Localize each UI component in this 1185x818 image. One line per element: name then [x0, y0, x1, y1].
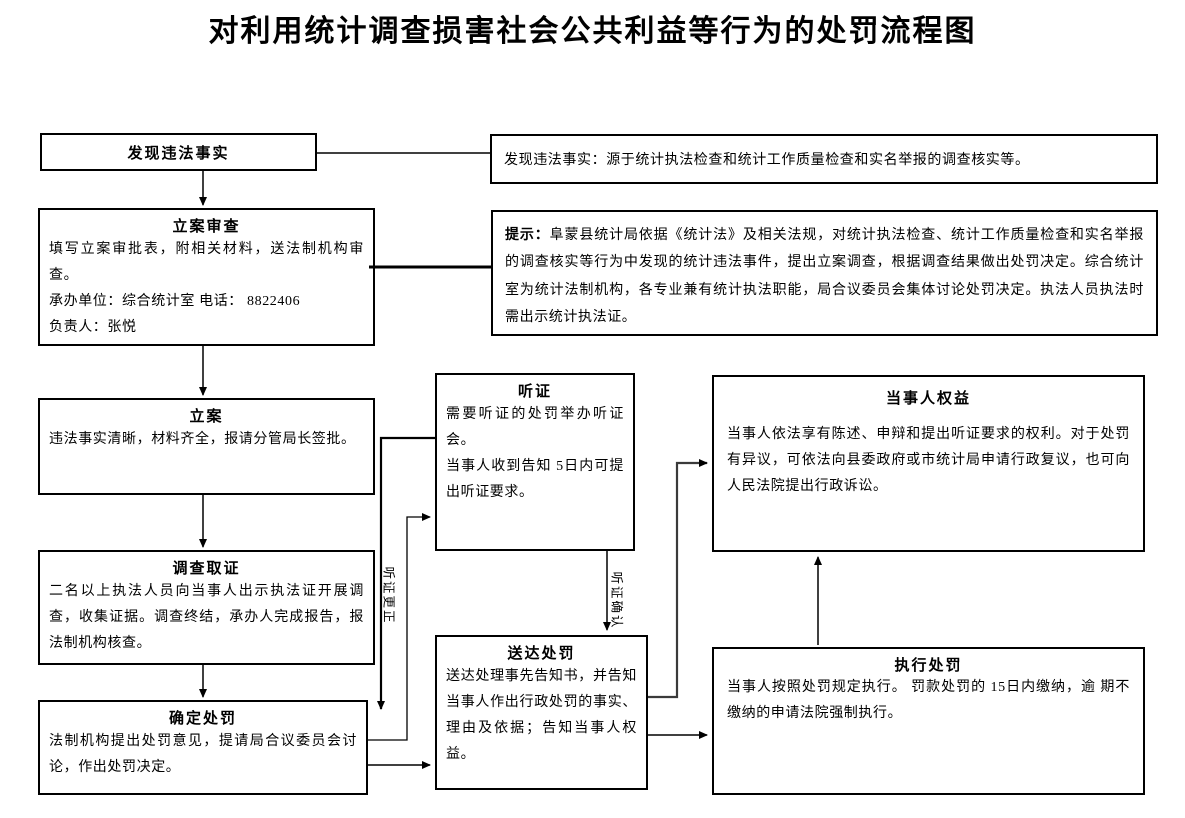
- box-tip-text: 提示：阜蒙县统计局依据《统计法》及相关法规，对统计执法检查、统计工作质量检查和实…: [493, 212, 1156, 331]
- box-deliver-penalty: 送达处罚 送达处理事先告知书，并告知当事人作出行政处罚的事实、理由及依据；告知当…: [435, 635, 648, 790]
- box-tip: 提示：阜蒙县统计局依据《统计法》及相关法规，对统计执法检查、统计工作质量检查和实…: [491, 210, 1158, 336]
- edge-label-hearing-correction: 听证更正: [381, 566, 396, 625]
- box-deliver-penalty-title: 送达处罚: [507, 646, 576, 662]
- box-determine-penalty-title: 确定处罚: [168, 711, 237, 727]
- box-party-rights-text: 当事人依法享有陈述、申辩和提出听证要求的权利。对于处罚有异议，可依法向县委政府或…: [727, 427, 1130, 494]
- box-execute-penalty-title: 执行处罚: [894, 658, 963, 674]
- box-execute-penalty: 执行处罚 当事人按照处罚规定执行。 罚款处罚的 15日内缴纳，逾 期不缴纳的申请…: [712, 647, 1145, 795]
- tip-body: 阜蒙县统计局依据《统计法》及相关法规，对统计执法检查、统计工作质量检查和实名举报…: [505, 228, 1144, 325]
- box-case-review-title: 立案审查: [172, 219, 241, 235]
- box-party-rights-title: 当事人权益: [885, 391, 971, 407]
- edge-determine-to-hearing: [368, 513, 431, 741]
- box-case-review-text: 填写立案审批表，附相关材料，送法制机构审查。 承办单位：综合统计室 电话： 88…: [40, 236, 373, 341]
- box-determine-penalty: 确定处罚 法制机构提出处罚意见，提请局合议委员会讨论，作出处罚决定。: [38, 700, 368, 795]
- hearing-line1: 需要听证的处罚举办听证会。: [446, 407, 624, 448]
- box-investigate-text: 二名以上执法人员向当事人出示执法证开展调查，收集证据。调查终结，承办人完成报告，…: [49, 584, 364, 651]
- edge-label-hearing-confirmation: 听证确认: [609, 571, 624, 630]
- box-file-case-title: 立案: [189, 409, 224, 425]
- case-review-line2: 承办单位：综合统计室 电话： 8822406: [49, 293, 301, 309]
- box-file-case-text: 违法事实清晰，材料齐全，报请分管局长签批。: [49, 432, 356, 447]
- tip-label: 提示：: [505, 228, 550, 243]
- box-discover-note-text: 发现违法事实：源于统计执法检查和统计工作质量检查和实名举报的调查核实等。: [504, 153, 1030, 168]
- box-discover-facts: 发现违法事实: [40, 133, 317, 171]
- box-investigate: 调查取证 二名以上执法人员向当事人出示执法证开展调查，收集证据。调查终结，承办人…: [38, 550, 375, 665]
- box-execute-penalty-text: 当事人按照处罚规定执行。 罚款处罚的 15日内缴纳，逾 期不缴纳的申请法院强制执…: [727, 680, 1130, 721]
- box-determine-penalty-text: 法制机构提出处罚意见，提请局合议委员会讨论，作出处罚决定。: [49, 734, 357, 775]
- box-discover-facts-title: 发现违法事实: [127, 145, 230, 162]
- case-review-line3: 负责人：张悦: [49, 319, 137, 335]
- box-hearing-title: 听证: [517, 384, 552, 400]
- box-hearing: 听证 需要听证的处罚举办听证会。 当事人收到告知 5日内可提出听证要求。: [435, 373, 635, 551]
- box-file-case: 立案 违法事实清晰，材料齐全，报请分管局长签批。: [38, 398, 375, 495]
- case-review-line1: 填写立案审批表，附相关材料，送法制机构审查。: [49, 242, 364, 283]
- hearing-line2: 当事人收到告知 5日内可提出听证要求。: [446, 458, 624, 500]
- page-title: 对利用统计调查损害社会公共利益等行为的处罚流程图: [208, 15, 977, 48]
- box-investigate-title: 调查取证: [172, 561, 241, 577]
- box-hearing-text: 需要听证的处罚举办听证会。 当事人收到告知 5日内可提出听证要求。: [437, 401, 633, 506]
- box-discover-note: 发现违法事实：源于统计执法检查和统计工作质量检查和实名举报的调查核实等。: [490, 134, 1158, 184]
- box-party-rights: 当事人权益 当事人依法享有陈述、申辩和提出听证要求的权利。对于处罚有异议，可依法…: [712, 375, 1145, 552]
- box-deliver-penalty-text: 送达处理事先告知书，并告知当事人作出行政处罚的事实、理由及依据；告知当事人权益。: [446, 669, 637, 762]
- box-case-review: 立案审查 填写立案审批表，附相关材料，送法制机构审查。 承办单位：综合统计室 电…: [38, 208, 375, 346]
- edge-deliver-to-rights: [648, 459, 708, 699]
